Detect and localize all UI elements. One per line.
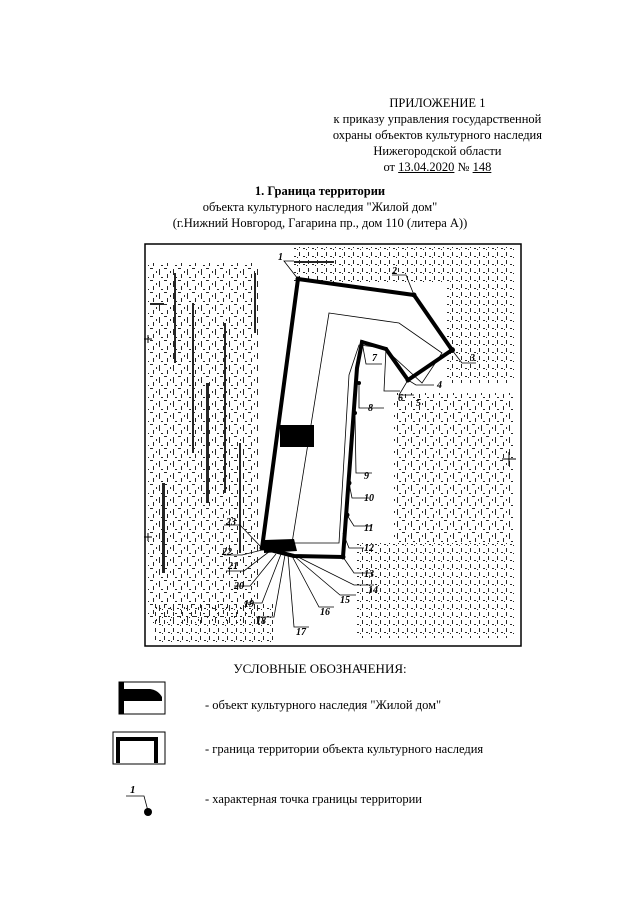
heritage-object-icon xyxy=(118,681,166,715)
point-label-6: 6 xyxy=(398,393,403,404)
point-label-19: 19 xyxy=(244,599,254,610)
point-label-2: 2 xyxy=(391,266,397,277)
doc-title: 1. Граница территории xyxy=(254,184,386,198)
legend-label-point: - характерная точка границы территории xyxy=(205,792,422,806)
doc-address: (г.Нижний Новгород, Гагарина пр., дом 11… xyxy=(172,216,468,230)
map-background-texture xyxy=(148,247,514,643)
appendix-region-line: Нижегородской области xyxy=(373,144,502,158)
point-label-21: 21 xyxy=(227,561,238,572)
point-leader-lines xyxy=(224,260,476,628)
point-label-15: 15 xyxy=(340,595,350,606)
territory-map: 1 2 3 4 5 6 7 8 9 10 11 12 13 14 15 16 1… xyxy=(144,243,522,647)
point-label-5: 5 xyxy=(416,398,421,409)
order-date: 13.04.2020 xyxy=(398,160,455,174)
legend-label-heritage: - объект культурного наследия "Жилой дом… xyxy=(205,698,442,712)
appendix-header: ПРИЛОЖЕНИЕ 1 к приказу управления госуда… xyxy=(333,95,542,175)
map-frame xyxy=(144,243,522,647)
legend-label-boundary: - граница территории объекта культурного… xyxy=(205,742,484,756)
appendix-date-line: от 13.04.2020 № 148 xyxy=(383,160,492,174)
point-label-14: 14 xyxy=(368,585,378,596)
point-label-18: 18 xyxy=(256,616,266,627)
point-label-1: 1 xyxy=(278,252,283,263)
legend-title: УСЛОВНЫЕ ОБОЗНАЧЕНИЯ: xyxy=(233,661,407,676)
point-labels: 1 2 3 4 5 6 7 8 9 10 11 12 13 14 15 16 1… xyxy=(221,252,475,638)
point-label-7: 7 xyxy=(372,353,378,364)
doc-subtitle: объекта культурного наследия "Жилой дом" xyxy=(202,200,438,214)
point-label-12: 12 xyxy=(364,543,374,554)
point-label-23: 23 xyxy=(225,517,236,528)
order-number: 148 xyxy=(472,160,492,174)
point-label-4: 4 xyxy=(436,380,442,391)
point-label-8: 8 xyxy=(368,403,373,414)
point-label-17: 17 xyxy=(296,627,307,638)
point-label-10: 10 xyxy=(364,493,374,504)
svg-text:1: 1 xyxy=(130,784,136,796)
doc-title-block: 1. Граница территории объекта культурног… xyxy=(0,183,640,231)
appendix-agency-line: охраны объектов культурного наследия xyxy=(332,128,542,142)
point-label-9: 9 xyxy=(364,471,369,482)
territory-boundary-icon xyxy=(112,731,166,765)
point-label-20: 20 xyxy=(233,581,244,592)
point-label-3: 3 xyxy=(469,353,475,364)
boundary-point-icon: 1 xyxy=(126,784,152,816)
point-label-22: 22 xyxy=(221,547,232,558)
grid-cross-marks xyxy=(144,335,516,541)
appendix-title: ПРИЛОЖЕНИЕ 1 xyxy=(389,96,486,110)
appendix-order-line: к приказу управления государственной xyxy=(333,112,542,126)
point-label-11: 11 xyxy=(364,523,373,534)
point-label-13: 13 xyxy=(364,569,374,580)
point-label-16: 16 xyxy=(320,607,330,618)
